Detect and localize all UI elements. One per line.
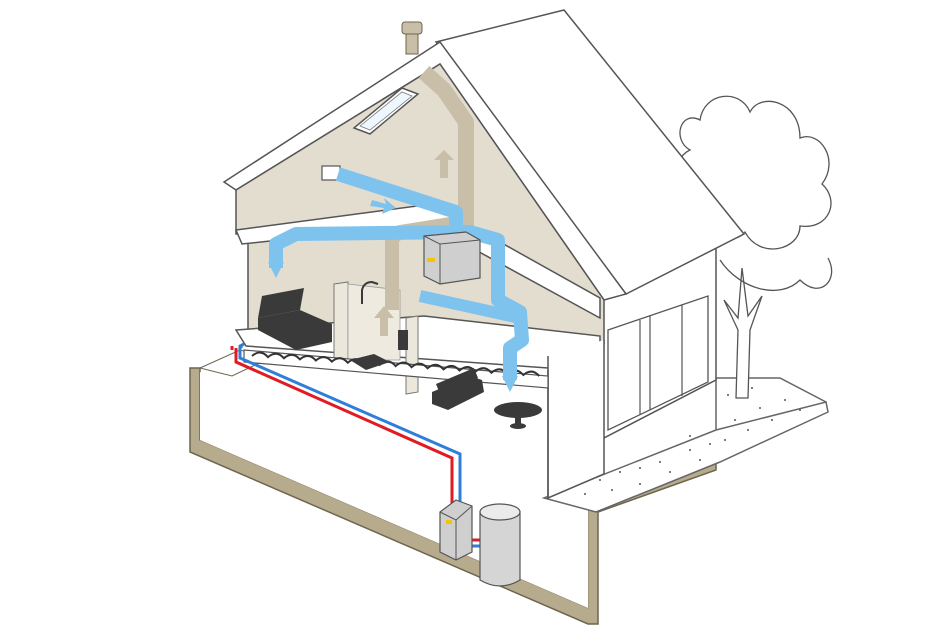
supply-right-arrow <box>370 198 396 214</box>
ventilation-unit-icon <box>423 231 481 285</box>
patio <box>541 377 829 513</box>
table-icon <box>494 402 542 429</box>
shower-icon <box>350 280 408 370</box>
bed-icon <box>258 288 332 350</box>
supply-down-arrow-left <box>268 262 284 278</box>
exhaust-up-arrow <box>434 150 454 178</box>
supply-down-arrow-right <box>502 376 518 392</box>
skylight-icon <box>352 87 420 135</box>
sofa-icon <box>432 368 484 410</box>
chimney-icon <box>401 21 423 55</box>
water-tank-icon <box>479 503 521 587</box>
supply-ducts <box>269 167 529 380</box>
extract-up-arrow <box>374 306 394 336</box>
heat-pump-icon <box>439 499 473 561</box>
